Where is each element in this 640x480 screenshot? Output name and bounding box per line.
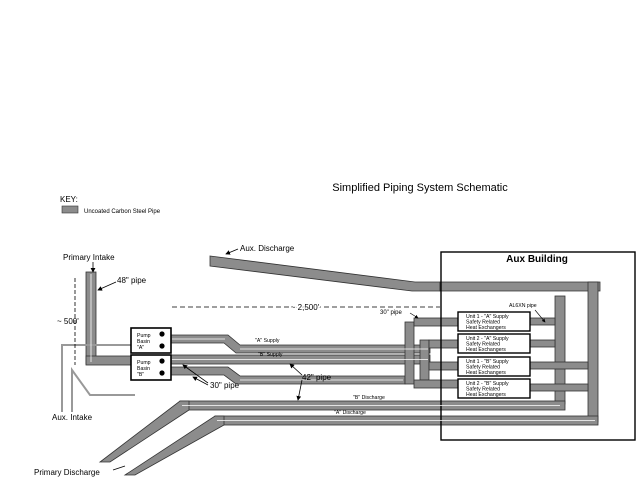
svg-text:Unit 2 - "B" Supply: Unit 2 - "B" Supply <box>466 381 509 387</box>
svg-text:Heat Exchangers: Heat Exchangers <box>466 325 506 331</box>
primary-discharge-label: Primary Discharge <box>34 468 100 477</box>
primary-discharge-arrow <box>112 465 126 471</box>
b-supply-label: "B" Supply <box>258 352 283 358</box>
pipe-30-top-arrow <box>409 312 419 319</box>
pump-basin-a-line3: "A" <box>137 345 144 351</box>
aux-discharge-arrow <box>225 248 239 255</box>
pipe-30-bottom-arrow-1 <box>182 364 209 384</box>
aux-discharge-label: Aux. Discharge <box>240 244 295 253</box>
al6xn-pipe-label: AL6XN pipe <box>509 303 537 309</box>
hx-feed-3 <box>428 361 459 371</box>
svg-text:Safety Related: Safety Related <box>466 387 500 393</box>
heat-exchanger-4: Unit 2 - "B" Supply Safety Related Heat … <box>457 378 531 399</box>
distance-500-label: ~ 500' <box>57 317 79 326</box>
hx-feed-2 <box>428 339 459 349</box>
pump-basin-b-line2: Basin <box>137 366 150 372</box>
pump-basin-a-line2: Basin <box>137 339 150 345</box>
svg-text:Unit 1 - "A" Supply: Unit 1 - "A" Supply <box>466 314 509 320</box>
pipe-30-bottom-label: 30" pipe <box>210 381 240 390</box>
aux-building <box>440 251 636 441</box>
aux-discharge-pipe-b <box>439 281 601 292</box>
hx-out-2 <box>529 339 556 348</box>
pipe-42-label: 42" pipe <box>302 373 332 382</box>
key-pipe-swatch <box>61 205 79 214</box>
aux-intake-line <box>61 344 135 412</box>
pump-basin-b-line1: Pump <box>137 360 151 366</box>
primary-discharge-pipe-b <box>98 400 190 463</box>
a-supply-pipe <box>169 334 431 354</box>
hx-feed-4 <box>413 379 459 389</box>
pipe-42-arrow-1 <box>289 363 303 376</box>
pump-basin-a-line1: Pump <box>137 333 151 339</box>
pipe-48-label: 48" pipe <box>117 276 147 285</box>
a-supply-label: "A" Supply <box>255 338 280 344</box>
svg-text:Unit 1 - "B" Supply: Unit 1 - "B" Supply <box>466 359 509 365</box>
distance-2500-label: ~ 2,500' <box>291 303 320 312</box>
hx-feed-1 <box>413 317 459 327</box>
primary-discharge-pipe-a <box>123 415 225 476</box>
b-discharge-label: "B" Discharge <box>353 395 385 401</box>
aux-discharge-pipe <box>209 255 441 292</box>
al6xn-arrow <box>534 309 546 323</box>
pump-basin-a: Pump Basin "A" <box>130 327 172 354</box>
a-discharge-label: "A" Discharge <box>334 410 366 416</box>
svg-text:Safety Related: Safety Related <box>466 320 500 326</box>
primary-intake-elbow <box>85 355 133 366</box>
key-heading: KEY: <box>60 195 78 204</box>
svg-text:Heat Exchangers: Heat Exchangers <box>466 347 506 353</box>
key-item-label: Uncoated Carbon Steel Pipe <box>84 209 161 215</box>
hx-out-4 <box>529 383 589 392</box>
hx-out-3 <box>529 361 589 370</box>
heat-exchanger-2: Unit 2 - "A" Supply Safety Related Heat … <box>457 333 531 354</box>
pipe-30-top-label: 30" pipe <box>380 310 402 316</box>
aux-building-label: Aux Building <box>506 254 568 265</box>
primary-intake-label: Primary Intake <box>63 253 115 262</box>
supply-header-left <box>404 321 415 385</box>
pipe-48-arrow <box>97 281 117 291</box>
svg-text:Heat Exchangers: Heat Exchangers <box>466 392 506 398</box>
svg-text:Unit 2 - "A" Supply: Unit 2 - "A" Supply <box>466 336 509 342</box>
aux-intake-line-2 <box>71 366 135 412</box>
pipe-42-arrow-2 <box>296 379 303 401</box>
svg-text:Heat Exchangers: Heat Exchangers <box>466 370 506 376</box>
pump-basin-b: Pump Basin "B" <box>130 354 172 381</box>
heat-exchanger-3: Unit 1 - "B" Supply Safety Related Heat … <box>457 356 531 377</box>
svg-text:Safety Related: Safety Related <box>466 365 500 371</box>
discharge-riser-2 <box>587 281 599 423</box>
pipe-30-bottom-arrow-2 <box>192 376 209 386</box>
supply-header-right <box>419 339 430 381</box>
aux-intake-label: Aux. Intake <box>52 413 93 422</box>
heat-exchanger-1: Unit 1 - "A" Supply Safety Related Heat … <box>457 311 531 332</box>
svg-text:Safety Related: Safety Related <box>466 342 500 348</box>
diagram-title: Simplified Piping System Schematic <box>332 182 508 194</box>
pump-basin-b-line3: "B" <box>137 372 144 378</box>
